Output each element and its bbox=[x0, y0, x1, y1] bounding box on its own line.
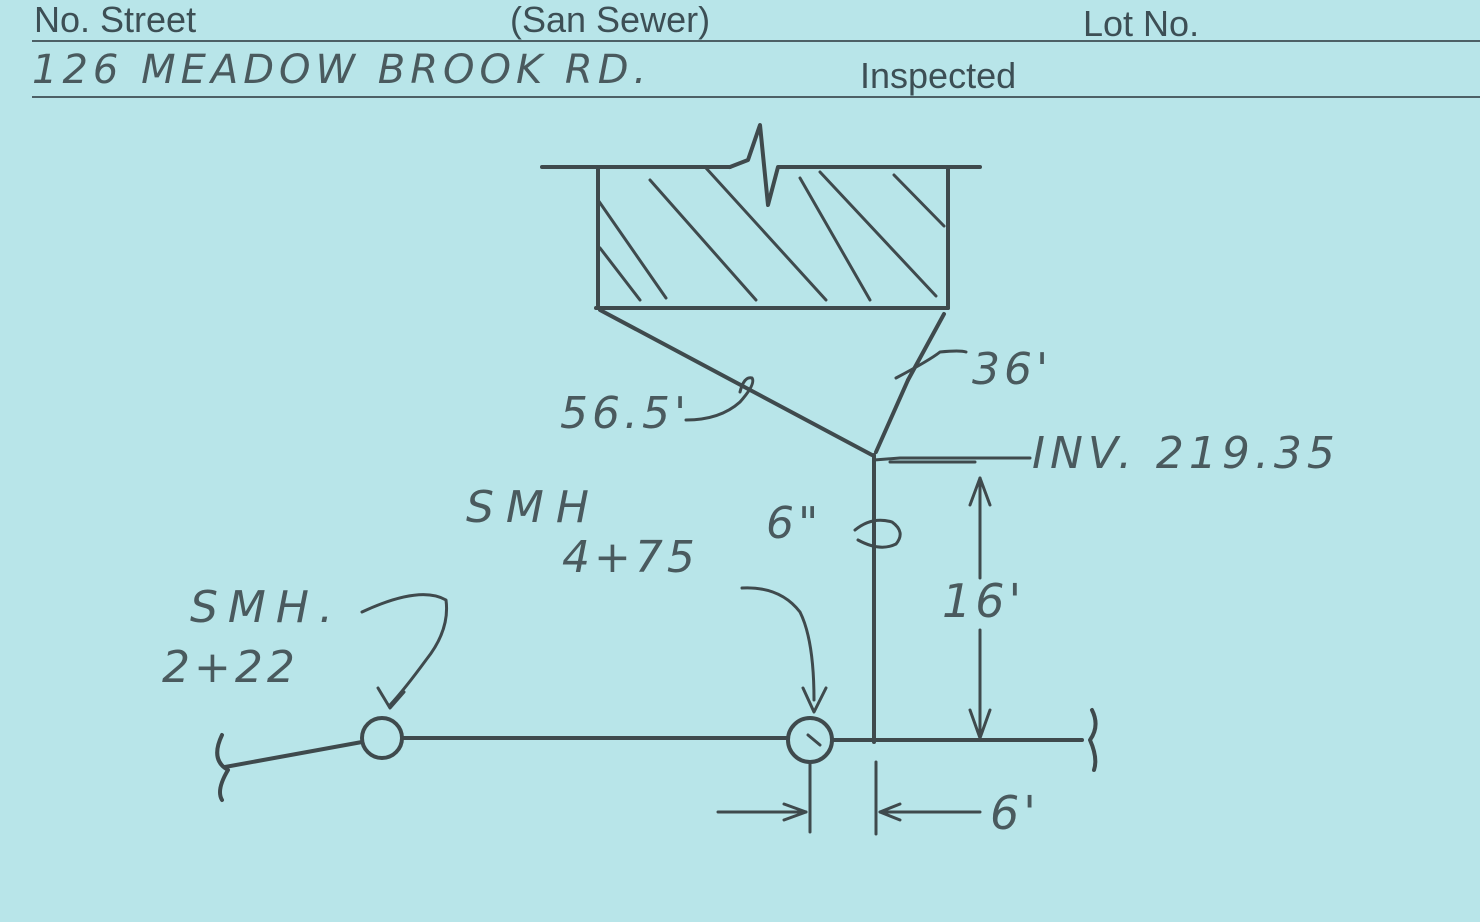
manhole-a-arrowhead bbox=[801, 686, 828, 714]
pipe-size: 6" bbox=[766, 498, 823, 549]
service-type-label: (San Sewer) bbox=[510, 0, 711, 40]
street-address: 126 MEADOW BROOK RD. bbox=[32, 47, 652, 93]
bend-leader bbox=[894, 349, 968, 380]
manhole-b-arrowhead bbox=[376, 686, 406, 710]
header-rule-top bbox=[32, 40, 1480, 42]
house-footprint bbox=[540, 123, 982, 310]
manhole-b-label: SMH. bbox=[190, 582, 343, 633]
invert-elevation: INV. 219.35 bbox=[1032, 428, 1340, 479]
depth-value: 16' bbox=[942, 574, 1026, 628]
manhole-b-circle bbox=[360, 716, 404, 760]
manhole-b-station: 2+22 bbox=[162, 642, 299, 693]
sewer-main bbox=[215, 708, 1098, 802]
offset-dimension bbox=[716, 760, 982, 836]
length-leader bbox=[684, 376, 755, 422]
pipe-size-symbol bbox=[853, 518, 902, 549]
no-street-label: No. Street bbox=[34, 0, 197, 40]
manhole-a-station: 4+75 bbox=[562, 532, 699, 583]
manhole-b-leader bbox=[360, 593, 449, 707]
manhole-a-circle bbox=[786, 716, 834, 764]
invert-leader bbox=[872, 456, 1032, 462]
header-rule-bottom bbox=[32, 96, 1480, 98]
length-house-to-main: 56.5' bbox=[560, 388, 691, 439]
manhole-a-label: SMH bbox=[466, 482, 601, 533]
inspected-label: Inspected bbox=[860, 55, 1017, 96]
offset-value: 6' bbox=[990, 786, 1040, 840]
lot-number-label: Lot No. bbox=[1083, 3, 1200, 44]
length-house-to-bend: 36' bbox=[972, 344, 1053, 395]
manhole-a-center bbox=[806, 733, 822, 747]
manhole-a-leader bbox=[740, 586, 816, 702]
